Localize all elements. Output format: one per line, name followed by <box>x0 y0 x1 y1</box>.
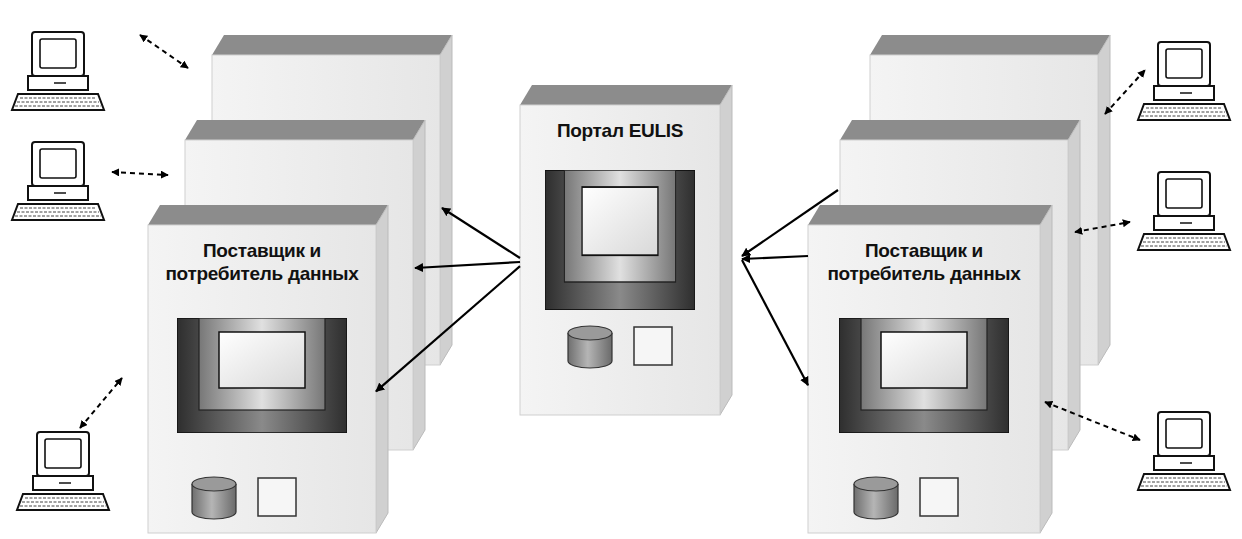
client-links <box>80 35 1145 440</box>
workstation-icons <box>12 32 1230 510</box>
portal-box: Портал EULIS <box>520 105 720 165</box>
box-title: Поставщик и потребитель данных <box>818 239 1030 285</box>
provider-box: Поставщик и потребитель данных <box>148 225 376 315</box>
portal-box <box>520 85 732 415</box>
portal-arrows <box>415 190 838 268</box>
box-title: Портал EULIS <box>530 119 710 142</box>
connector-arrow <box>742 260 808 385</box>
server-box-front <box>148 205 388 533</box>
provider-box: Поставщик и потребитель данных <box>808 225 1040 315</box>
connector-arrow <box>376 266 520 391</box>
box-title: Поставщик и потребитель данных <box>158 239 366 285</box>
server-box-front <box>808 205 1052 533</box>
